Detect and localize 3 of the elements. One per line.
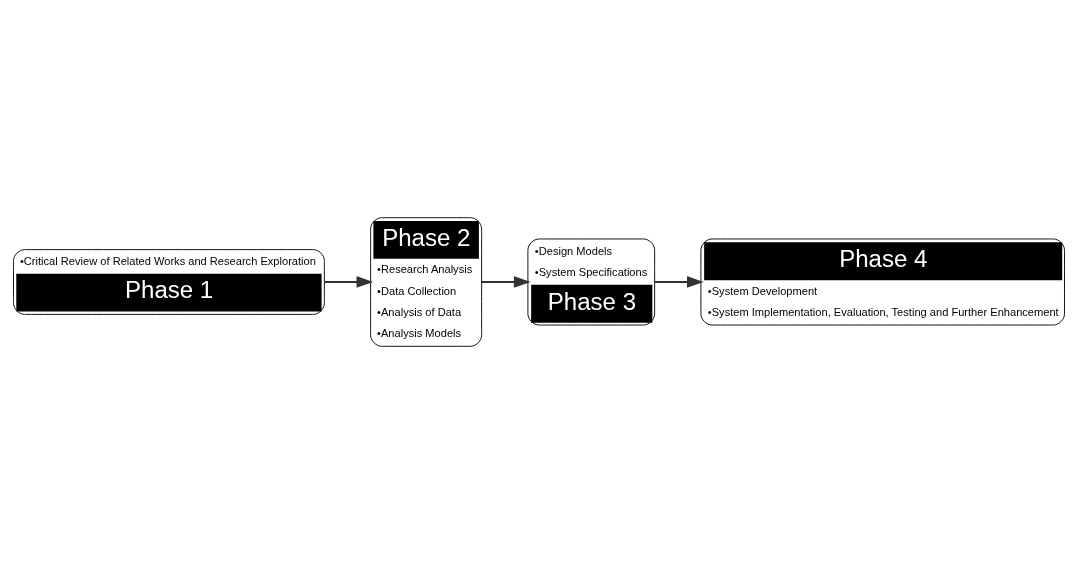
arrow xyxy=(653,275,704,288)
arrow xyxy=(480,275,531,288)
arrow xyxy=(323,275,374,288)
